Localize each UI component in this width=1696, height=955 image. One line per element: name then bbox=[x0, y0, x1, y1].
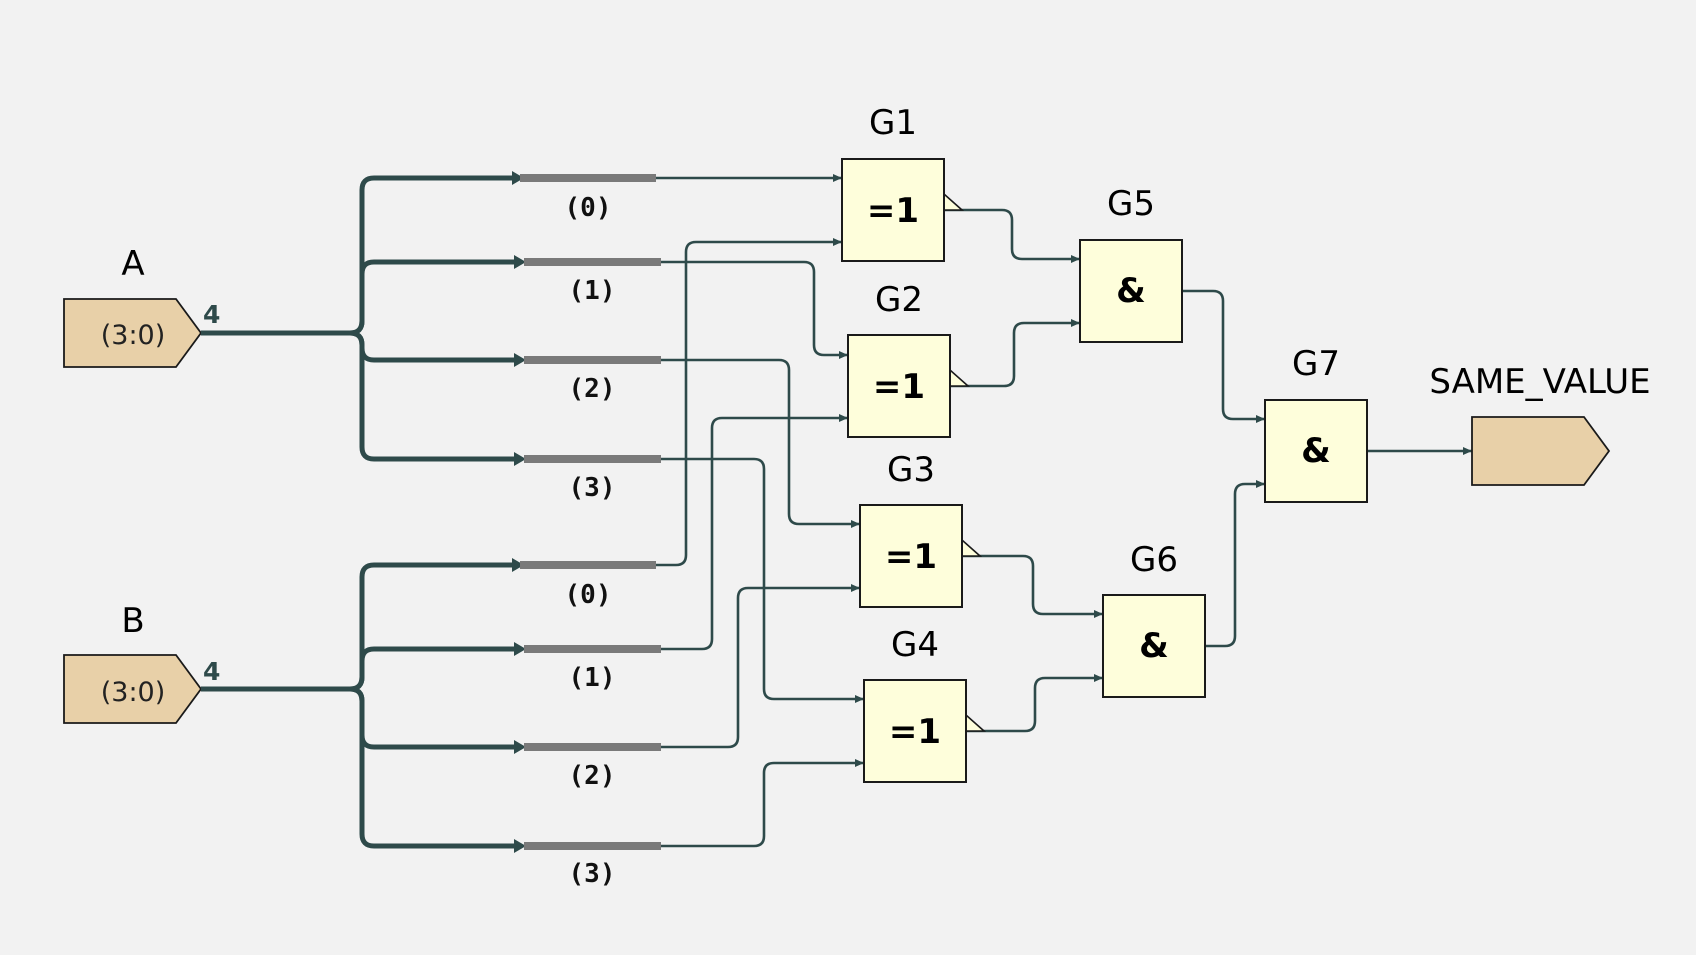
gate-g7-body[interactable] bbox=[1264, 399, 1368, 503]
bit-label-a1: (1) bbox=[569, 276, 616, 306]
gate-g5[interactable]: G5 & bbox=[1079, 184, 1183, 343]
wire-g1-g5[interactable] bbox=[944, 208, 1080, 263]
gate-g4-op: =1 bbox=[889, 712, 941, 752]
gate-g6[interactable]: G6 & bbox=[1102, 540, 1206, 698]
input-port-a-label: A bbox=[121, 244, 144, 284]
input-port-b[interactable]: B (3:0) 4 bbox=[63, 601, 220, 724]
gate-g3-label: G3 bbox=[887, 450, 935, 490]
gate-g5-label: G5 bbox=[1107, 184, 1155, 224]
output-port-shape[interactable] bbox=[1471, 416, 1611, 486]
gate-g6-body[interactable] bbox=[1102, 594, 1206, 698]
wire-a2-g3[interactable] bbox=[661, 358, 860, 528]
wire-g4-g6[interactable] bbox=[966, 674, 1103, 733]
input-port-a[interactable]: A (3:0) 4 bbox=[63, 244, 220, 368]
bit-label-b1: (1) bbox=[569, 663, 616, 693]
bit-label-b2: (2) bbox=[569, 761, 616, 791]
gate-g4-label: G4 bbox=[891, 625, 939, 665]
gate-g7-label: G7 bbox=[1292, 344, 1340, 384]
gate-g3[interactable]: G3 =1 bbox=[859, 450, 983, 608]
bus-a-width-label: 4 bbox=[203, 300, 220, 329]
gate-g1-label: G1 bbox=[869, 103, 917, 143]
bus-a[interactable] bbox=[201, 171, 526, 466]
wire-a3-g4[interactable] bbox=[661, 457, 864, 703]
gate-g1-body[interactable] bbox=[841, 158, 945, 262]
input-port-b-shape[interactable] bbox=[63, 654, 203, 724]
gate-wires bbox=[944, 208, 1472, 733]
bit-label-a2: (2) bbox=[569, 374, 616, 404]
wire-g2-g5[interactable] bbox=[950, 319, 1080, 388]
gate-g1[interactable]: G1 =1 bbox=[841, 103, 965, 262]
wire-g3-g6[interactable] bbox=[962, 554, 1103, 618]
gate-g7-op: & bbox=[1301, 431, 1331, 471]
gate-g5-op: & bbox=[1116, 271, 1146, 311]
input-port-b-range: (3:0) bbox=[101, 677, 166, 708]
gate-g3-op: =1 bbox=[885, 537, 937, 577]
gate-g2-body[interactable] bbox=[847, 334, 951, 438]
bit-label-a0: (0) bbox=[565, 193, 612, 223]
output-port-label: SAME_VALUE bbox=[1429, 362, 1650, 402]
input-port-b-label: B bbox=[121, 601, 144, 641]
bit-wires bbox=[656, 174, 864, 848]
gate-g4[interactable]: G4 =1 bbox=[863, 625, 987, 783]
bit-label-a3: (3) bbox=[569, 473, 616, 503]
gate-g2-op: =1 bbox=[873, 367, 925, 407]
output-port-same-value[interactable]: SAME_VALUE bbox=[1429, 362, 1651, 486]
gate-g5-body[interactable] bbox=[1079, 239, 1183, 343]
wire-b1-g2[interactable] bbox=[661, 414, 848, 651]
gate-g2-label: G2 bbox=[875, 280, 923, 320]
input-port-a-range: (3:0) bbox=[101, 320, 166, 351]
bus-b-width-label: 4 bbox=[203, 657, 220, 686]
input-port-a-shape[interactable] bbox=[63, 298, 203, 368]
bit-taps-b: (0) (1) (2) (3) bbox=[520, 561, 661, 889]
gate-g4-body[interactable] bbox=[863, 679, 967, 783]
wire-g5-g7[interactable] bbox=[1182, 289, 1265, 423]
wire-b0-g1[interactable] bbox=[656, 238, 842, 567]
bit-label-b3: (3) bbox=[569, 859, 616, 889]
bit-label-b0: (0) bbox=[565, 580, 612, 610]
gate-g7[interactable]: G7 & bbox=[1264, 344, 1368, 503]
gate-g3-body[interactable] bbox=[859, 504, 963, 608]
wire-g6-g7[interactable] bbox=[1205, 480, 1265, 648]
gate-g2[interactable]: G2 =1 bbox=[847, 280, 971, 438]
bit-taps-a: (0) (1) (2) (3) bbox=[520, 174, 661, 503]
gate-g1-op: =1 bbox=[867, 191, 919, 231]
gate-g6-label: G6 bbox=[1130, 540, 1178, 580]
wire-b2-g3[interactable] bbox=[661, 584, 860, 749]
wire-a1-g2[interactable] bbox=[661, 260, 848, 359]
bus-b[interactable] bbox=[201, 558, 526, 853]
wire-b3-g4[interactable] bbox=[661, 759, 864, 848]
gate-g6-op: & bbox=[1139, 626, 1169, 666]
